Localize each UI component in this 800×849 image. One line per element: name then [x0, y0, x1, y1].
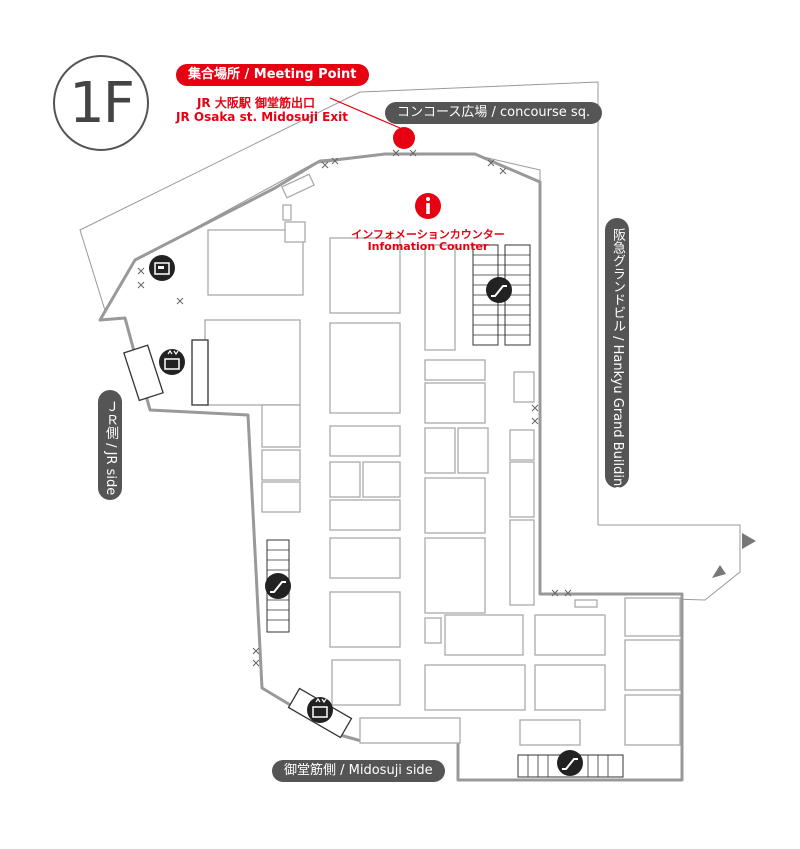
arrow-right-icon	[742, 533, 756, 549]
escalator-icon	[265, 573, 291, 599]
escalator-icon	[557, 750, 583, 776]
meeting-point-marker	[393, 127, 415, 149]
jr-side-label: ＪＲ側 / JR side	[98, 390, 122, 500]
info-icon	[415, 193, 441, 219]
doors	[137, 149, 572, 667]
hankyu-label: 阪急グランドビル / Hankyu Grand Building	[605, 218, 629, 495]
escalator-treads	[267, 254, 609, 777]
elevator-icon	[307, 697, 333, 723]
meeting-point-exit-ja: JR 大阪駅 御堂筋出口	[196, 96, 316, 110]
concourse-label: コンコース広場 / concourse sq.	[385, 102, 603, 124]
info-counter-label-en: Infomation Counter	[367, 240, 489, 253]
midosuji-side-label: 御堂筋側 / Midosuji side	[272, 760, 445, 782]
arrow-up-icon	[712, 565, 726, 578]
info-counter-label-ja: インフォメーションカウンター	[351, 228, 505, 241]
meeting-point-exit-en: JR Osaka st. Midosuji Exit	[176, 110, 348, 124]
elevator-icon	[159, 349, 185, 375]
store-units	[204, 173, 681, 746]
meeting-point-label: 集合場所 / Meeting Point	[176, 64, 369, 86]
escalator-icon	[486, 277, 512, 303]
floor-badge: 1F	[53, 55, 149, 151]
meeting-point-leader	[329, 97, 401, 129]
ticket-machine-icon	[149, 255, 175, 281]
